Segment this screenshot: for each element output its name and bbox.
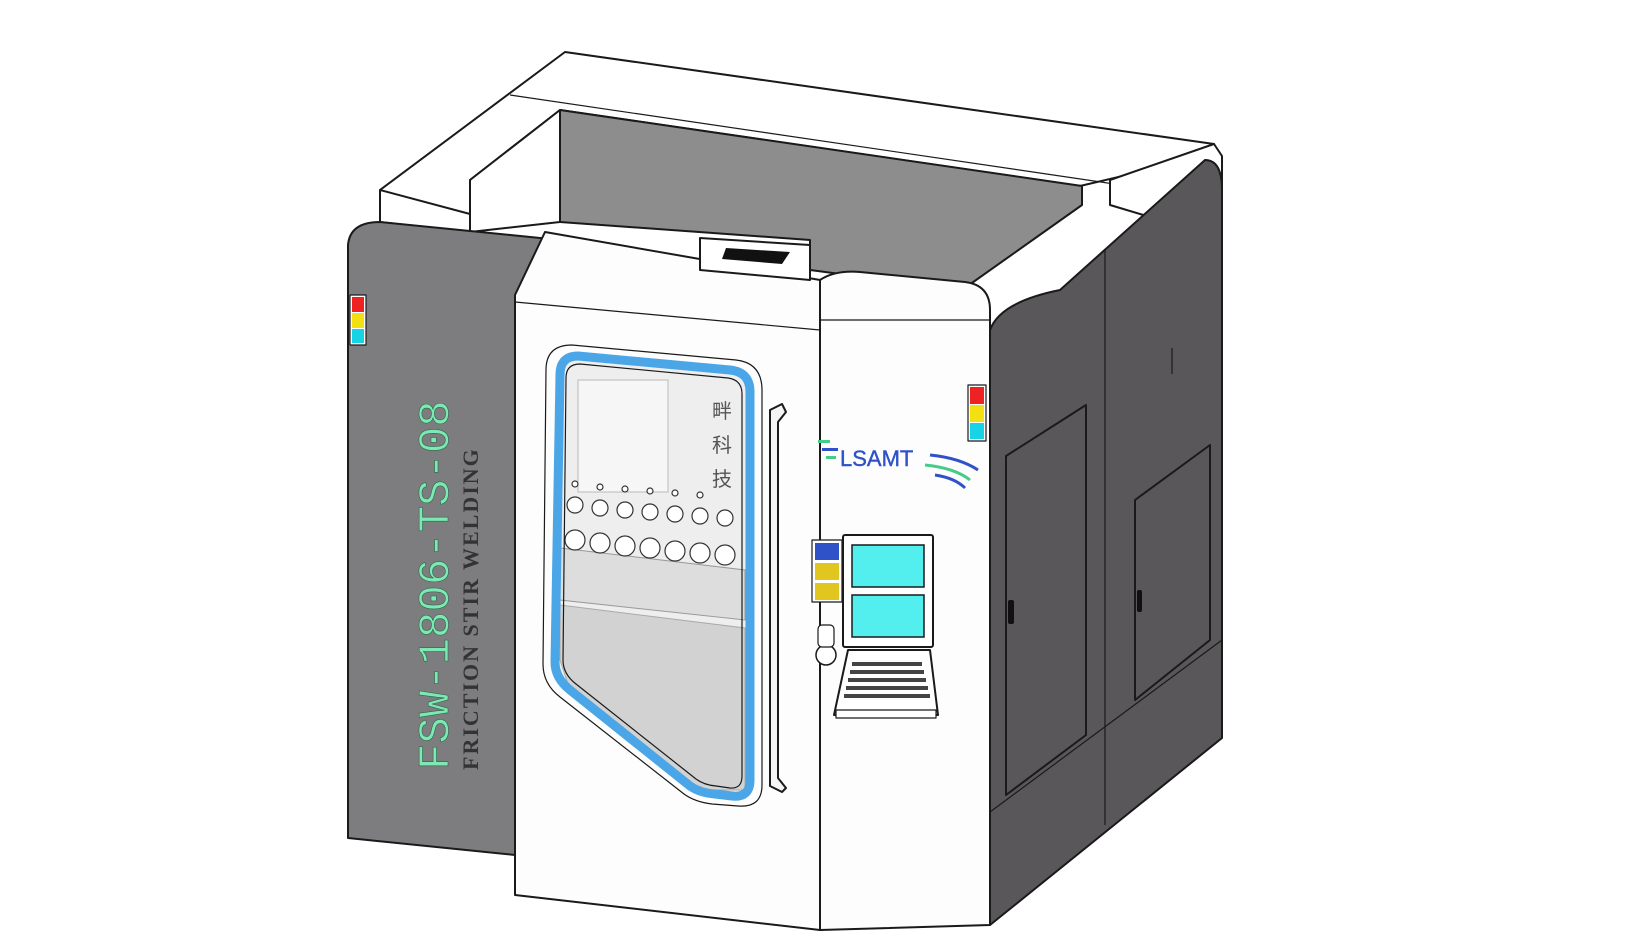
emergency-stop-button[interactable] <box>815 644 837 666</box>
beacon-yellow <box>970 405 984 422</box>
model-label: FSW-1806-TS-08 <box>412 400 462 770</box>
door-glyph-1: 畔 <box>712 399 732 423</box>
control-panel <box>811 534 939 719</box>
beacon-red <box>352 297 364 312</box>
brand-logo-text: LSAMT <box>840 446 913 471</box>
keyboard-keys <box>844 662 930 698</box>
warning-label-icon <box>815 583 839 600</box>
door-window: 畔 科 技 <box>542 344 763 807</box>
cabinet-handle-icon <box>1137 590 1142 612</box>
handwheel-pendant[interactable] <box>817 624 835 648</box>
beacon-yellow <box>352 313 364 328</box>
beacon-red <box>970 387 984 404</box>
beacon-light <box>967 384 987 442</box>
tool-rack <box>564 480 736 566</box>
right-side-panel <box>989 159 1223 926</box>
upper-screen[interactable] <box>851 544 925 588</box>
cabinet-handle-icon <box>1008 600 1014 624</box>
beacon-cyan <box>970 423 984 439</box>
door-handle[interactable] <box>769 403 787 793</box>
process-label: FRICTION STIR WELDING <box>458 447 483 770</box>
beacon-cyan <box>352 329 364 343</box>
brand-logo: LSAMT <box>818 440 979 490</box>
window-frame <box>550 351 755 801</box>
label-icon <box>815 543 839 560</box>
door-glyphs: 畔 科 技 <box>712 399 732 491</box>
warning-label-icon <box>815 563 839 580</box>
door-glyph-2: 科 <box>712 433 732 457</box>
keyboard[interactable] <box>833 649 939 716</box>
lower-screen[interactable] <box>851 594 925 638</box>
door-glyph-3: 技 <box>712 467 732 491</box>
model-label-group: FSW-1806-TS-08 FRICTION STIR WELDING <box>412 400 483 770</box>
